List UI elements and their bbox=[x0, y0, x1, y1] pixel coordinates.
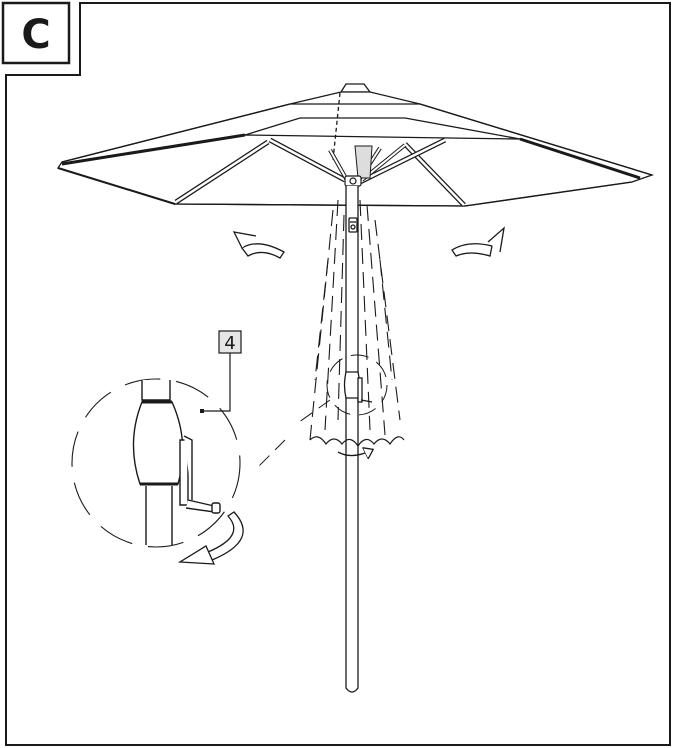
panel-letter: C bbox=[21, 12, 50, 58]
umbrella-pole bbox=[345, 186, 359, 693]
part-label-number: 4 bbox=[224, 333, 235, 354]
crank-detail-drawing bbox=[132, 380, 221, 545]
leader-dot bbox=[200, 409, 204, 413]
crank-detail-view bbox=[71, 378, 241, 548]
runner-hub bbox=[344, 175, 362, 187]
folded-canopy-ghost bbox=[309, 199, 401, 441]
rotate-left-arrow-icon bbox=[232, 231, 285, 259]
crank-housing bbox=[343, 371, 373, 403]
figure-frame bbox=[5, 2, 671, 746]
folded-canopy-hem bbox=[309, 436, 405, 448]
part-label-leader bbox=[204, 353, 231, 412]
crank-detail-marker bbox=[326, 354, 388, 416]
crank-rotation-arrow-icon bbox=[177, 511, 244, 565]
pole-rotation-arrow-icon bbox=[337, 450, 372, 456]
part-label-box: 4 bbox=[218, 330, 242, 354]
panel-letter-box: C bbox=[1, 1, 71, 65]
rotate-right-arrow-icon bbox=[451, 226, 505, 257]
